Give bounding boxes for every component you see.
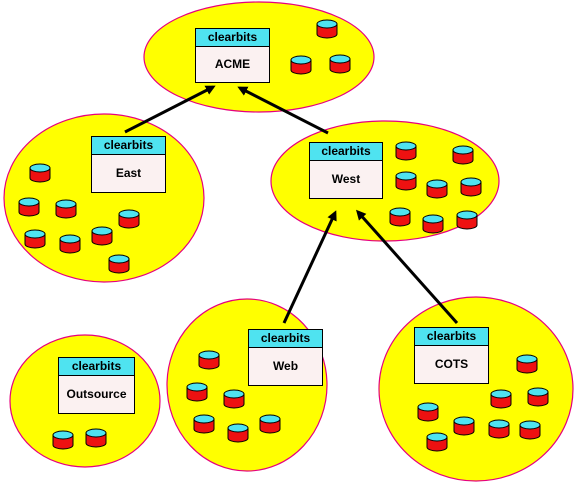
database-cylinder-icon xyxy=(527,387,549,407)
node-header: clearbits xyxy=(196,29,269,47)
database-cylinder-icon xyxy=(198,350,220,370)
node-west: clearbits West xyxy=(309,142,383,199)
node-label: COTS xyxy=(434,357,469,371)
node-outsource: clearbits Outsource xyxy=(58,357,135,414)
database-cylinder-icon xyxy=(316,19,338,39)
node-label: West xyxy=(331,172,361,186)
edge-web-to-west xyxy=(282,210,337,324)
database-cylinder-icon xyxy=(453,416,475,436)
database-cylinder-icon xyxy=(395,141,417,161)
node-header: clearbits xyxy=(59,358,134,376)
database-cylinder-icon xyxy=(519,420,541,440)
database-cylinder-icon xyxy=(223,389,245,409)
node-web: clearbits Web xyxy=(248,329,323,386)
node-header: clearbits xyxy=(310,143,382,161)
node-cots: clearbits COTS xyxy=(414,327,489,384)
database-cylinder-icon xyxy=(85,428,107,448)
node-header: clearbits xyxy=(249,330,322,348)
node-east: clearbits East xyxy=(91,136,166,193)
database-cylinder-icon xyxy=(18,197,40,217)
database-cylinder-icon xyxy=(55,199,77,219)
database-cylinder-icon xyxy=(91,226,113,246)
node-label: Outsource xyxy=(66,387,127,401)
database-cylinder-icon xyxy=(118,209,140,229)
database-cylinder-icon xyxy=(290,55,312,75)
database-cylinder-icon xyxy=(456,210,478,230)
database-cylinder-icon xyxy=(426,432,448,452)
database-cylinder-icon xyxy=(426,179,448,199)
edge-west-to-acme xyxy=(237,86,329,135)
database-cylinder-icon xyxy=(395,171,417,191)
database-cylinder-icon xyxy=(490,389,512,409)
node-header: clearbits xyxy=(92,137,165,155)
node-header: clearbits xyxy=(415,328,488,346)
database-cylinder-icon xyxy=(193,414,215,434)
database-cylinder-icon xyxy=(108,254,130,274)
node-label: ACME xyxy=(214,57,251,71)
database-cylinder-icon xyxy=(24,229,46,249)
database-cylinder-icon xyxy=(227,423,249,443)
edge-east-to-acme xyxy=(124,85,216,134)
database-cylinder-icon xyxy=(29,163,51,183)
database-cylinder-icon xyxy=(186,382,208,402)
database-cylinder-icon xyxy=(389,207,411,227)
database-cylinder-icon xyxy=(488,419,510,439)
database-cylinder-icon xyxy=(452,145,474,165)
node-acme: clearbits ACME xyxy=(195,28,270,83)
database-cylinder-icon xyxy=(422,214,444,234)
database-cylinder-icon xyxy=(516,354,538,374)
database-cylinder-icon xyxy=(59,234,81,254)
database-cylinder-icon xyxy=(329,54,351,74)
database-cylinder-icon xyxy=(259,414,281,434)
node-label: East xyxy=(115,166,142,180)
database-cylinder-icon xyxy=(417,402,439,422)
database-cylinder-icon xyxy=(52,430,74,450)
edge-cots-to-west xyxy=(356,209,459,324)
node-label: Web xyxy=(272,359,299,373)
database-cylinder-icon xyxy=(460,177,482,197)
